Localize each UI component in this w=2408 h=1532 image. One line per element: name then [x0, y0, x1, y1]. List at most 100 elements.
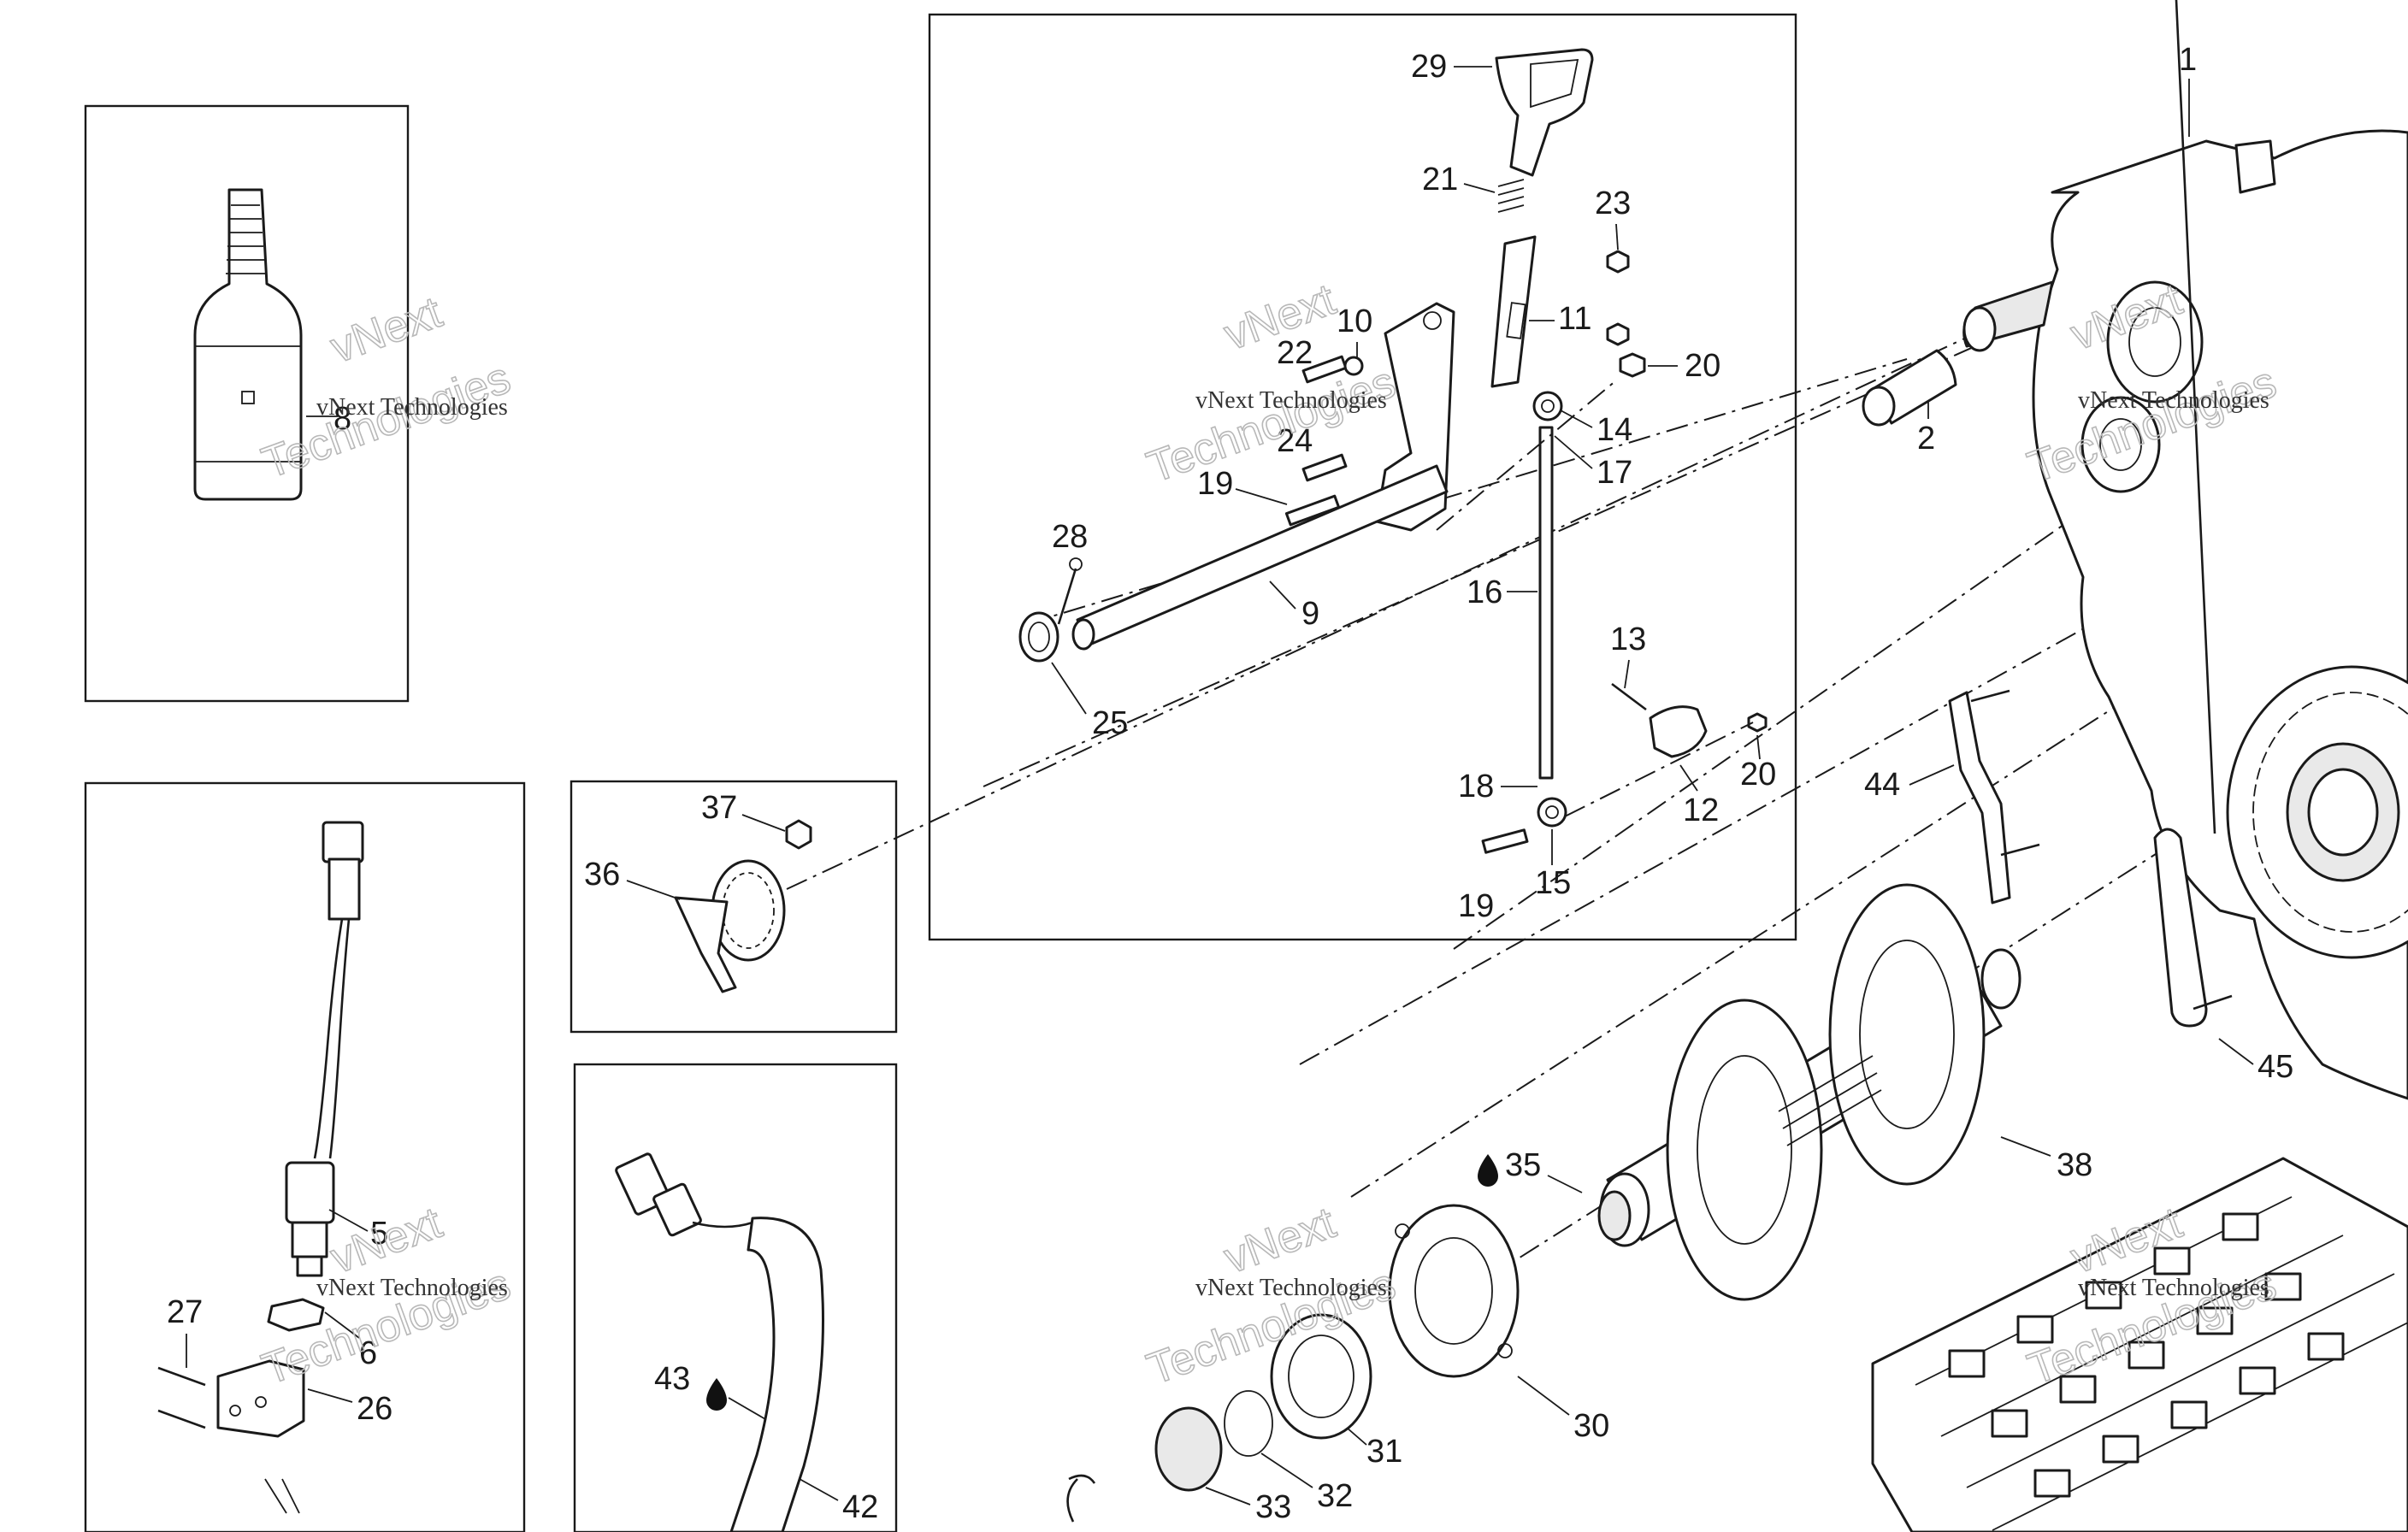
detail-box-harness: [573, 1063, 898, 1532]
bushing: [1862, 349, 1957, 427]
leader-21: [1463, 183, 1496, 193]
trigger-wheel: [674, 819, 812, 993]
leader-31: [1346, 1427, 1367, 1446]
callout-2: 2: [1917, 421, 1935, 457]
callout-24: 24: [1277, 423, 1313, 459]
leader-32: [1260, 1452, 1313, 1488]
callout-31: 31: [1366, 1434, 1402, 1470]
callout-21: 21: [1422, 162, 1458, 197]
leader-13: [1624, 659, 1630, 689]
leader-19a: [1235, 488, 1288, 505]
svg-text:vNext Technologies: vNext Technologies: [1195, 1275, 1387, 1301]
callout-25: 25: [1092, 705, 1128, 741]
callout-43: 43: [654, 1361, 690, 1397]
callout-20b: 20: [1740, 757, 1776, 793]
callout-23: 23: [1595, 186, 1631, 221]
leader-44: [1909, 764, 1955, 786]
svg-text:vNext Technologies: vNext Technologies: [2078, 387, 2269, 414]
track-belt: [1871, 1157, 2408, 1532]
drive-shaft-sprockets: [1597, 883, 2021, 1301]
leader-25: [1051, 662, 1087, 715]
callout-13: 13: [1610, 622, 1646, 657]
callout-30: 30: [1573, 1408, 1609, 1444]
callout-22: 22: [1277, 335, 1313, 371]
callout-10: 10: [1337, 303, 1372, 339]
leader-33: [1205, 1487, 1251, 1505]
callout-9: 9: [1301, 596, 1319, 632]
callout-19a: 19: [1197, 466, 1233, 502]
svg-text:Technologies: Technologies: [1141, 357, 1402, 492]
svg-text:vNext: vNext: [324, 287, 448, 373]
leader-30: [1517, 1376, 1570, 1416]
callout-8: 8: [333, 401, 351, 437]
shift-linkage: [1018, 48, 1768, 854]
leader-45: [2218, 1038, 2254, 1065]
leader-43: [728, 1397, 766, 1420]
callout-33: 33: [1255, 1489, 1291, 1525]
oil-drop-icon: [1478, 1154, 1498, 1187]
callout-11: 11: [1558, 301, 1591, 337]
callout-42: 42: [842, 1489, 878, 1525]
svg-text:vNext: vNext: [324, 1198, 448, 1283]
leader-23: [1615, 223, 1619, 250]
end-cap: [1154, 1406, 1223, 1492]
callout-28: 28: [1052, 519, 1088, 555]
callout-15: 15: [1535, 865, 1571, 901]
callout-5: 5: [370, 1216, 388, 1252]
callout-14: 14: [1596, 412, 1632, 448]
bearing: [1270, 1313, 1372, 1440]
leader-20b: [1756, 734, 1761, 760]
leader-5: [328, 1209, 369, 1232]
oil-drop-icon: [706, 1378, 727, 1411]
leader-9: [1269, 580, 1296, 610]
leader-38: [2000, 1136, 2051, 1157]
callout-45: 45: [2258, 1049, 2293, 1085]
bearing-retainer: [1388, 1204, 1520, 1378]
watermark: vNext Technologies vNext Technologies vN…: [255, 274, 2283, 1395]
bracket-45: [2153, 0, 2233, 1028]
detail-box-sensor: [84, 781, 526, 1532]
callout-29: 29: [1411, 49, 1447, 85]
callout-32: 32: [1317, 1478, 1353, 1514]
leader-14: [1560, 410, 1593, 428]
transmission-housing: [1962, 129, 2408, 1100]
leader-26: [307, 1388, 353, 1403]
speed-sensor-assembly: [157, 821, 364, 1514]
o-ring: [1224, 1390, 1273, 1457]
svg-text:vNext Technologies: vNext Technologies: [316, 1275, 508, 1301]
leader-42: [799, 1478, 839, 1501]
detail-box-trigger-wheel: [570, 780, 898, 1034]
callout-38: 38: [2057, 1147, 2092, 1183]
svg-text:vNext Technologies: vNext Technologies: [316, 394, 508, 421]
leader-6: [324, 1311, 360, 1339]
callout-1: 1: [2179, 42, 2197, 78]
lubricant-bottle: [193, 188, 303, 501]
callout-44: 44: [1864, 767, 1900, 803]
leader-12: [1679, 764, 1698, 792]
svg-text:vNext Technologies: vNext Technologies: [2078, 1275, 2269, 1301]
leader-17: [1554, 435, 1593, 469]
svg-text:vNext Technologies: vNext Technologies: [1195, 387, 1387, 414]
callout-26: 26: [357, 1391, 392, 1427]
wiring-harness: [615, 1152, 824, 1532]
callout-19b: 19: [1458, 888, 1494, 924]
detail-box-lubricant: [84, 104, 410, 703]
circlip: [1066, 1474, 1096, 1523]
leader-36: [626, 880, 681, 900]
detail-box-shift-linkage: [928, 13, 1797, 941]
leader-35: [1547, 1175, 1583, 1193]
callout-20a: 20: [1685, 348, 1720, 384]
callout-37: 37: [701, 790, 737, 826]
callout-18: 18: [1458, 769, 1494, 804]
bracket-44: [1948, 689, 2040, 904]
callout-27: 27: [167, 1294, 203, 1330]
callout-17: 17: [1596, 455, 1632, 491]
callout-12: 12: [1683, 793, 1719, 828]
callout-36: 36: [584, 857, 620, 893]
leader-37: [741, 814, 786, 832]
callout-35: 35: [1505, 1147, 1541, 1183]
callout-6: 6: [359, 1335, 377, 1371]
callout-16: 16: [1467, 574, 1502, 610]
svg-text:vNext: vNext: [1218, 1198, 1342, 1283]
